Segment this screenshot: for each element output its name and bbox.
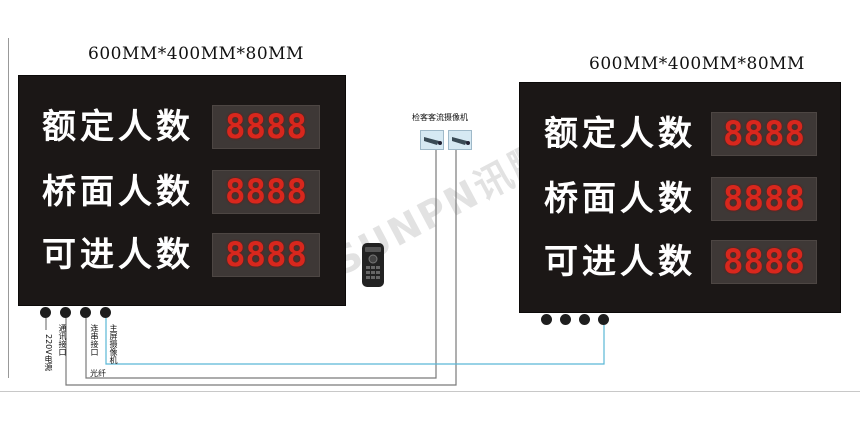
digit-readout: 8888	[723, 114, 805, 154]
panel-1-row-bridge: 桥面人数 8888	[18, 167, 346, 217]
cable-label: 连串接口	[90, 324, 99, 356]
panel-2-row-rated: 额定人数 8888	[519, 109, 841, 159]
row-label: 桥面人数	[544, 179, 696, 219]
row-label: 额定人数	[42, 107, 194, 147]
cable-line	[65, 150, 457, 386]
cable-label: 光纤	[90, 369, 106, 378]
camera-label: 检客客流摄像机	[412, 113, 468, 122]
panel-1: 额定人数 8888 桥面人数 8888 可进人数 8888	[18, 75, 346, 306]
panel-2-row-available: 可进人数 8888	[519, 237, 841, 287]
panel-2-row-bridge: 桥面人数 8888	[519, 174, 841, 224]
camera-icon	[448, 130, 472, 150]
cable-line	[85, 150, 437, 379]
cable-label: 主屏摄像机	[109, 324, 118, 364]
panel-1-port	[80, 307, 91, 318]
panel-1-row-rated: 额定人数 8888	[18, 102, 346, 152]
panel-1-port	[40, 307, 51, 318]
digit-display: 8888	[711, 177, 817, 221]
cable-label: 通讯接口	[58, 324, 67, 356]
digit-display: 8888	[212, 105, 320, 149]
panel-2-port	[541, 314, 552, 325]
panel-2: 额定人数 8888 桥面人数 8888 可进人数 8888	[519, 82, 841, 313]
row-label: 可进人数	[42, 235, 194, 275]
cable-label: 220V电源	[44, 334, 53, 371]
digit-readout: 8888	[225, 172, 307, 212]
digit-display: 8888	[212, 233, 320, 277]
digit-readout: 8888	[225, 235, 307, 275]
row-label: 额定人数	[544, 114, 696, 154]
panel-2-port	[579, 314, 590, 325]
camera-icon	[420, 130, 444, 150]
digit-readout: 8888	[723, 179, 805, 219]
panel-2-dimension: 600MM*400MM*80MM	[589, 54, 805, 74]
panel-2-port	[598, 314, 609, 325]
panel-1-port	[60, 307, 71, 318]
digit-readout: 8888	[723, 242, 805, 282]
digit-readout: 8888	[225, 107, 307, 147]
row-label: 桥面人数	[42, 172, 194, 212]
digit-display: 8888	[212, 170, 320, 214]
row-label: 可进人数	[544, 242, 696, 282]
panel-1-port	[100, 307, 111, 318]
panel-1-row-available: 可进人数 8888	[18, 230, 346, 280]
frame-left-line	[8, 38, 9, 378]
panel-1-dimension: 600MM*400MM*80MM	[88, 44, 304, 64]
remote-control-icon	[362, 243, 384, 287]
digit-display: 8888	[711, 240, 817, 284]
digit-display: 8888	[711, 112, 817, 156]
cable-line	[105, 318, 605, 365]
panel-2-port	[560, 314, 571, 325]
frame-bottom-line	[0, 391, 860, 392]
